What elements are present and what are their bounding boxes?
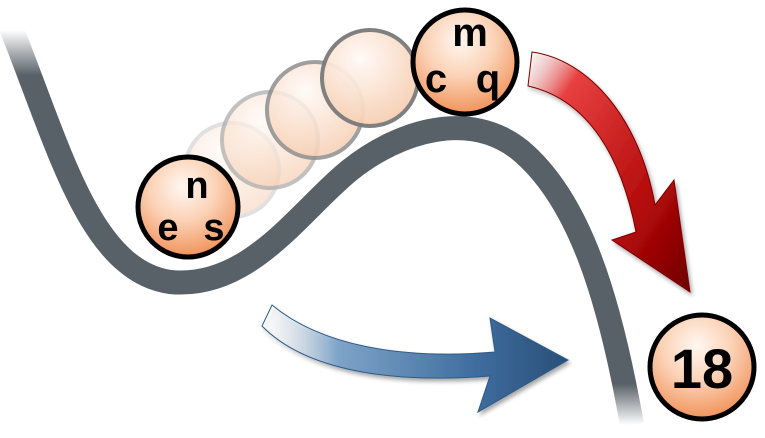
end-ball-label: 18 bbox=[671, 337, 733, 400]
end-ball: 18 bbox=[647, 312, 757, 422]
summit-ball-label-top: m bbox=[452, 11, 488, 55]
start-ball: n e s bbox=[135, 154, 241, 260]
energy-curve-right bbox=[512, 140, 644, 428]
energy-curve-left bbox=[0, 18, 532, 295]
summit-ball-label-left: c bbox=[425, 57, 447, 101]
trail-ball bbox=[320, 28, 420, 128]
summit-ball: m c q bbox=[410, 7, 520, 117]
red-arrow bbox=[527, 51, 691, 294]
start-ball-label-right: s bbox=[203, 207, 224, 249]
blue-arrow bbox=[261, 304, 570, 414]
summit-ball-label-right: q bbox=[476, 57, 500, 101]
start-ball-label-left: e bbox=[157, 207, 178, 249]
start-ball-label-top: n bbox=[185, 165, 208, 207]
